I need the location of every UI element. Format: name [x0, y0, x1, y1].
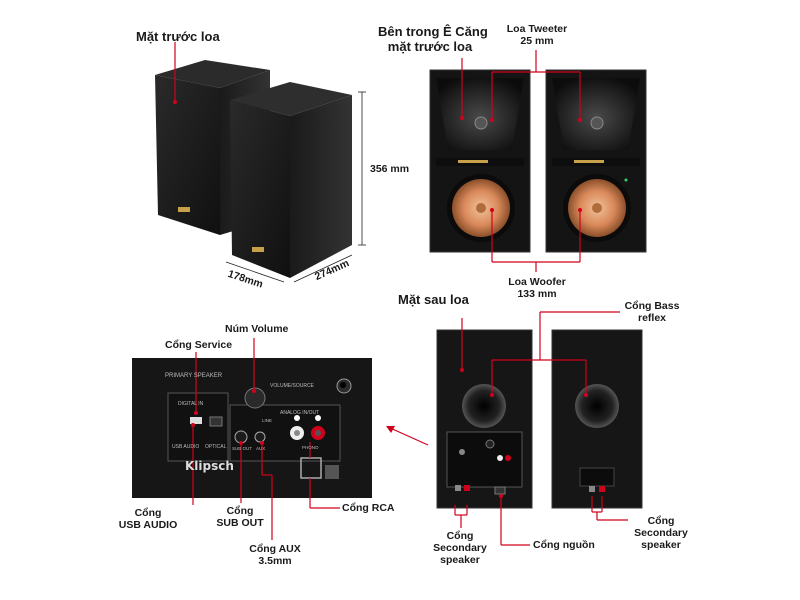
speaker-front-left [429, 69, 531, 253]
panel-usb-text: USB AUDIO [172, 444, 200, 450]
label-front: Mặt trước loa [136, 29, 220, 44]
label-service-port: Cổng Service [165, 339, 233, 351]
panel-optical-text: OPTICAL [205, 444, 227, 450]
panel-digital-in-text: DIGITAL IN [178, 401, 204, 407]
speaker-back-secondary [551, 329, 643, 509]
dimension-lines [225, 91, 366, 283]
panel-subout-text: SUB OUT [232, 446, 253, 451]
label-power: Cổng nguồn [533, 539, 595, 551]
panel-line-text: LINE [262, 418, 273, 423]
panel-aux-text: AUX [256, 446, 266, 451]
panel-primary-text: PRIMARY SPEAKER [165, 373, 223, 379]
panel-phono-text: PHONO [302, 445, 319, 450]
label-height: 356 mm [370, 163, 410, 175]
label-rca: Cổng RCA [342, 502, 395, 514]
speaker-front-right [545, 69, 647, 253]
label-volume-knob: Núm Volume [225, 323, 289, 335]
cabinet-front [230, 82, 352, 278]
back-panel-zoom [132, 358, 372, 498]
panel-analog-text: ANALOG IN/OUT [280, 410, 320, 416]
label-back: Mặt sau loa [398, 292, 469, 307]
panel-volume-text: VOLUME/SOURCE [270, 383, 314, 389]
speaker-back-primary [436, 329, 533, 509]
brand-logo: Klipsch [185, 459, 234, 473]
